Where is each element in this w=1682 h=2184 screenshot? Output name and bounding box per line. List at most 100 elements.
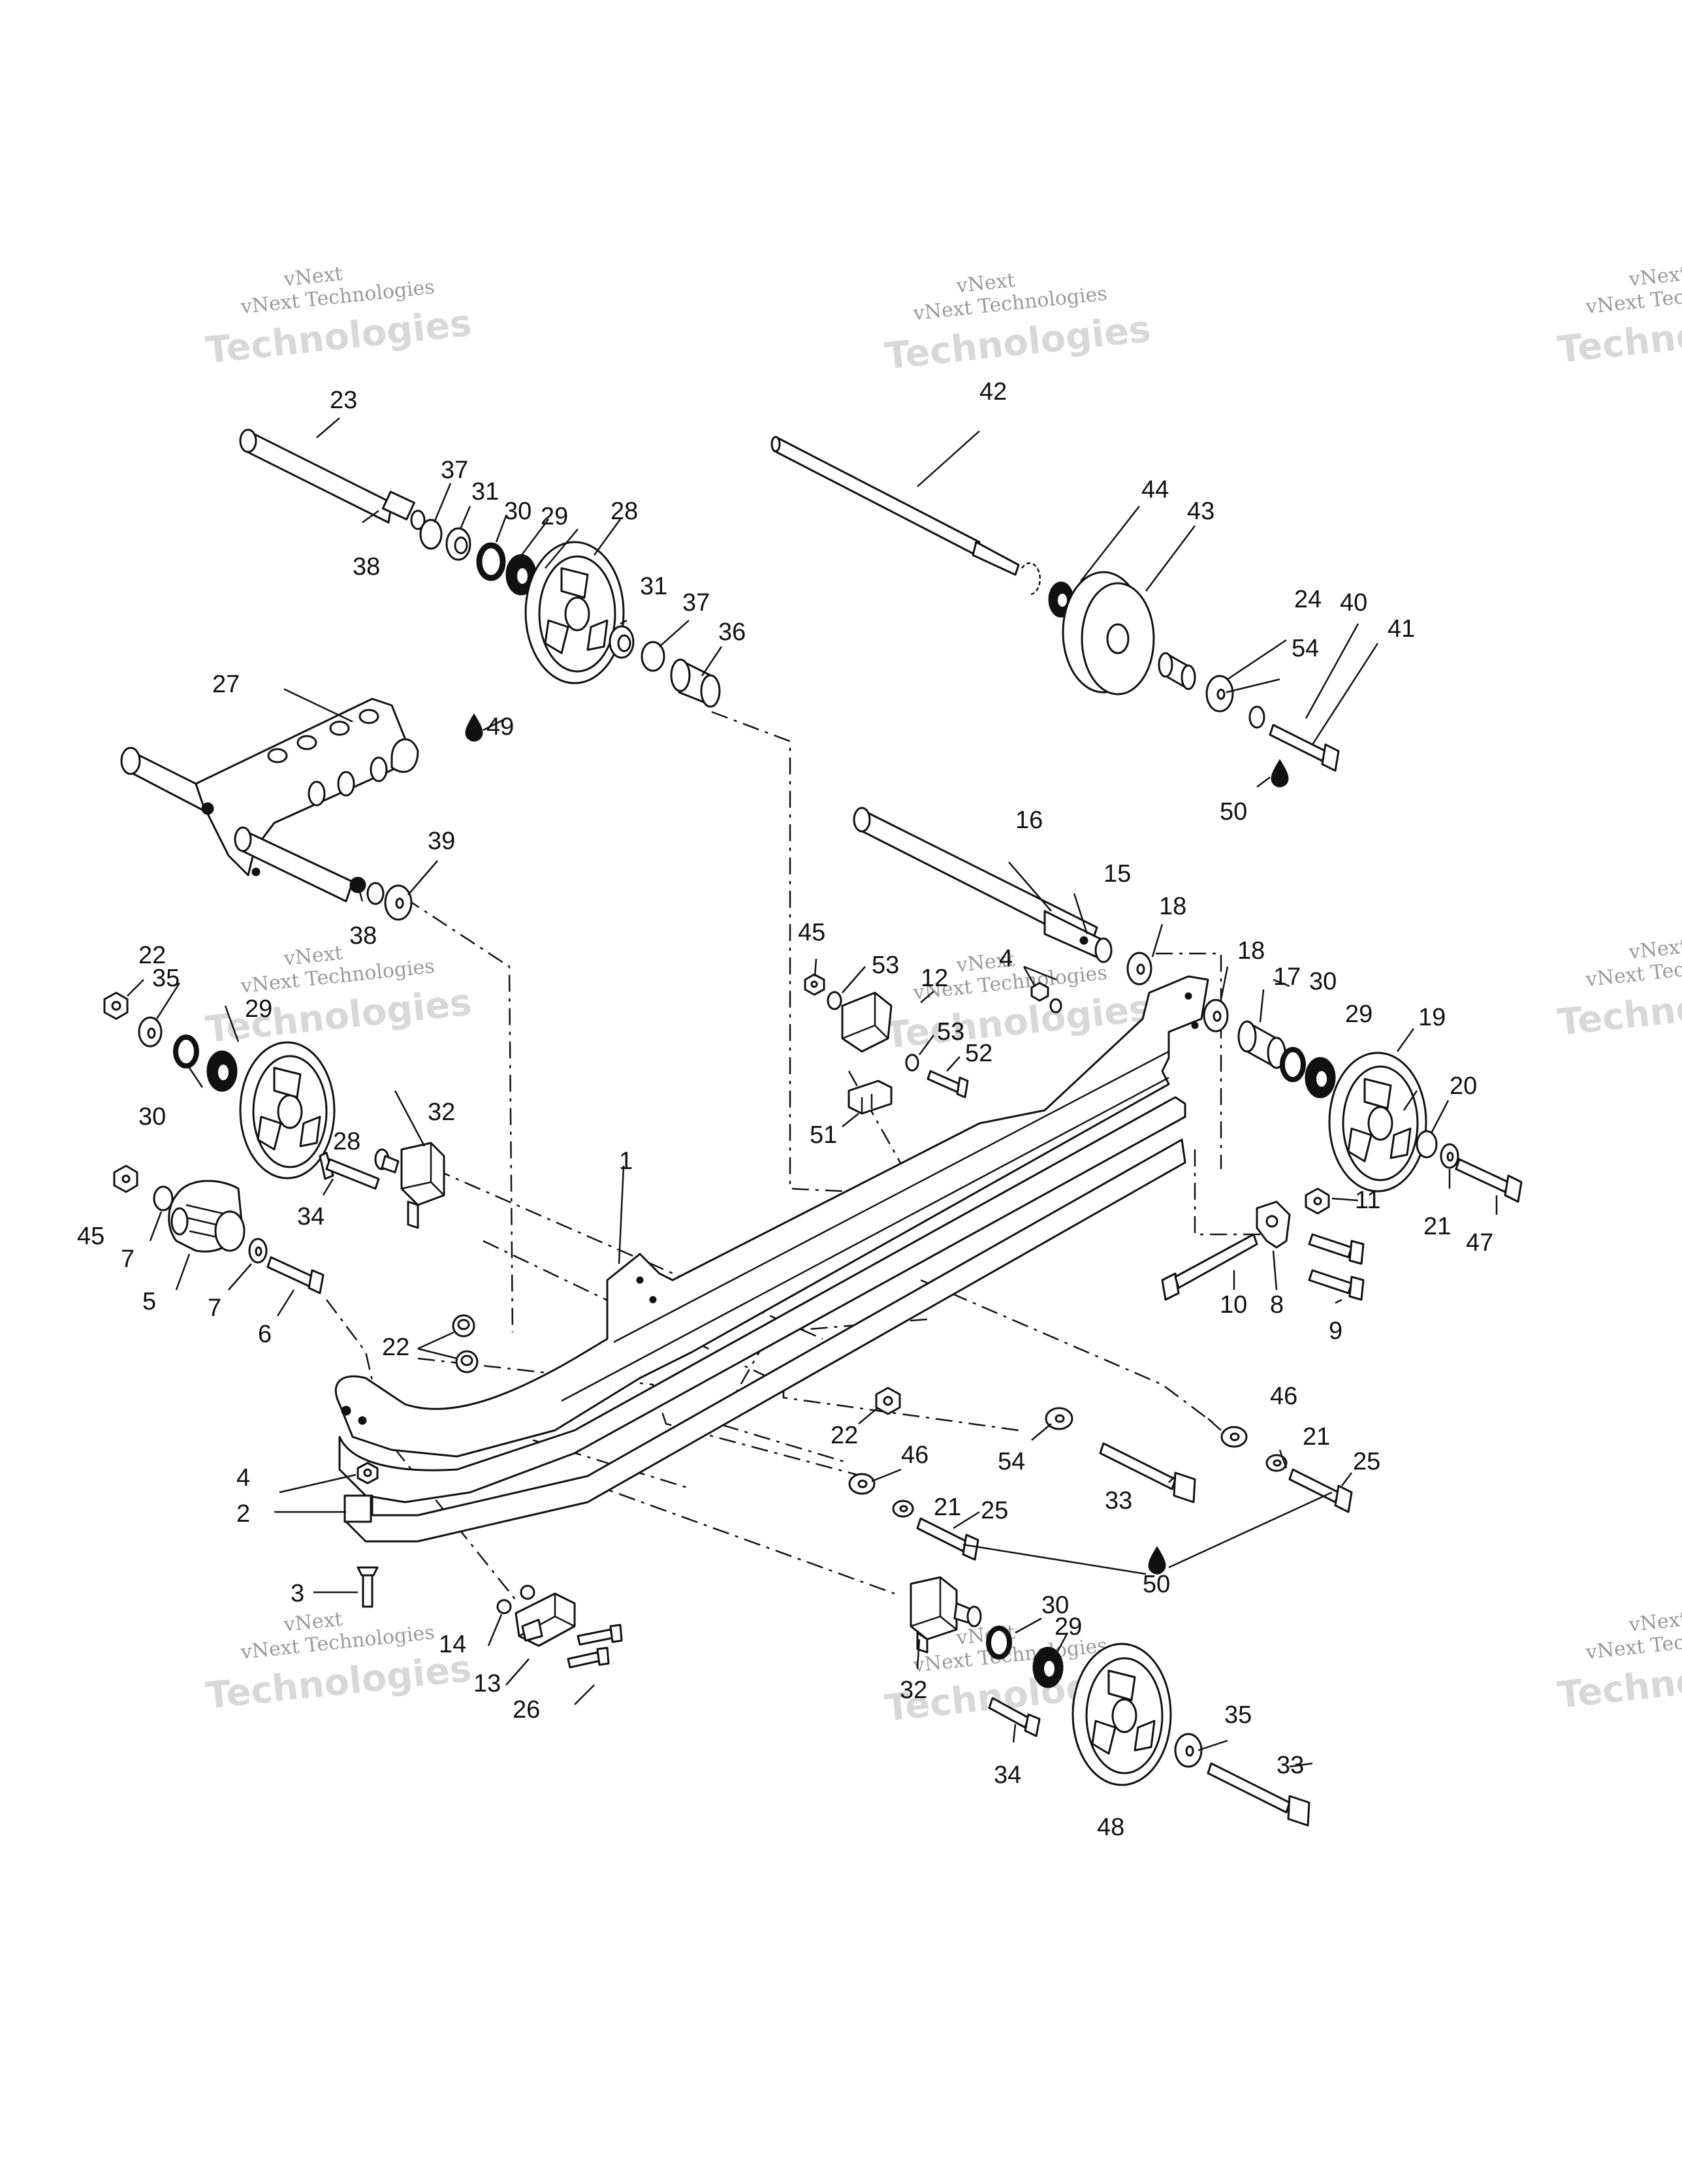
watermark-top: vNext <box>1627 1608 1682 1637</box>
rail-frame <box>334 975 1209 1458</box>
part-label: 2 <box>236 1500 250 1528</box>
part-label: 51 <box>810 1121 837 1149</box>
part-label: 22 <box>138 942 166 969</box>
part-label: 26 <box>513 1696 540 1724</box>
part-label: 17 <box>1273 963 1301 991</box>
part-label: 29 <box>1345 1001 1373 1028</box>
part-label: 38 <box>353 553 380 581</box>
part-label: 8 <box>1270 1291 1284 1319</box>
oil-drop-icon <box>1148 1546 1166 1575</box>
part-label: 22 <box>382 1334 409 1361</box>
part-label: 43 <box>1187 498 1214 525</box>
part-label: 10 <box>1220 1291 1247 1319</box>
part-label: 38 <box>349 922 377 950</box>
rear-axle-assembly <box>239 428 721 708</box>
ring-30d <box>986 1626 1012 1660</box>
part-label: 32 <box>900 1677 927 1704</box>
watermark: Technologies vNext vNext Technologies <box>204 942 473 1052</box>
part-label: 15 <box>1103 860 1131 888</box>
part-label: 33 <box>1277 1752 1304 1779</box>
part-label: 21 <box>934 1494 961 1521</box>
circlip <box>1021 562 1041 596</box>
nut-45 <box>113 1164 138 1193</box>
part-label: 39 <box>428 827 455 855</box>
center-parts <box>804 973 1062 1115</box>
part-label: 7 <box>121 1245 135 1273</box>
watermark-top: vNext <box>1627 935 1682 964</box>
part-label: 45 <box>77 1223 104 1250</box>
part-label: 29 <box>245 995 272 1023</box>
part-label: 36 <box>718 618 746 646</box>
part-label: 48 <box>1097 1814 1124 1841</box>
bolt-34 <box>319 1151 380 1190</box>
part-label: 30 <box>138 1103 166 1131</box>
nut-22 <box>103 991 129 1020</box>
slider-shoe <box>338 1096 1186 1503</box>
front-axle-assembly <box>853 807 1523 1203</box>
part-label: 25 <box>1353 1448 1380 1475</box>
bolt-6 <box>266 1256 325 1294</box>
part-label: 20 <box>1450 1072 1477 1100</box>
nut-11 <box>1305 1187 1330 1215</box>
arm-27 <box>195 698 406 876</box>
part-label: 5 <box>142 1288 156 1315</box>
pad-51 <box>848 1080 893 1115</box>
bolt-25 <box>1288 1468 1353 1513</box>
watermark: Technologies vNext vNext Technologies <box>1555 935 1682 1044</box>
part-label: 28 <box>333 1128 360 1155</box>
ring-30c <box>173 1035 199 1068</box>
part-label: 49 <box>486 713 514 741</box>
part-label: 50 <box>1143 1571 1170 1598</box>
bottom-hardware <box>452 1314 1353 1561</box>
screw-52 <box>927 1070 969 1099</box>
part-label: 9 <box>1329 1317 1342 1345</box>
part-label: 28 <box>611 498 638 525</box>
part-label: 4 <box>999 945 1013 972</box>
washer-14 <box>496 1599 512 1614</box>
part-label: 18 <box>1159 893 1186 920</box>
nut-22c <box>875 1387 901 1415</box>
stopper-assembly <box>113 1164 325 1294</box>
part-label: 11 <box>1355 1187 1380 1214</box>
part-label: 46 <box>1270 1383 1297 1410</box>
cross-shaft-assembly <box>120 698 419 921</box>
part-label: 18 <box>1237 937 1265 965</box>
washer-37b <box>641 641 665 672</box>
watermark: Technologies vNext vNext Technologies <box>1555 1608 1682 1717</box>
axle-42 <box>772 436 981 556</box>
nut-45b <box>804 973 825 996</box>
part-label: 47 <box>1466 1229 1493 1257</box>
bolt-41 <box>1269 724 1340 772</box>
block-32b <box>910 1576 958 1641</box>
leader-lines <box>127 417 1498 1768</box>
part-label: 29 <box>541 503 568 530</box>
slide-rail <box>334 975 1209 1543</box>
part-label: 3 <box>291 1580 304 1607</box>
watermark: Technologies vNext vNext Technologies <box>1555 263 1682 372</box>
part-label: 37 <box>441 457 468 484</box>
part-label: 37 <box>682 589 710 617</box>
part-label: 53 <box>937 1018 964 1046</box>
ring-30 <box>476 542 506 581</box>
part-label: 22 <box>831 1422 858 1449</box>
screw-3 <box>357 1566 379 1608</box>
wheel-19 <box>1328 1052 1427 1193</box>
shaft-38b <box>237 828 354 903</box>
washer-53b <box>905 1053 919 1072</box>
oil-drop-icon <box>465 713 483 742</box>
part-label: 41 <box>1388 615 1415 643</box>
part-label: 23 <box>330 387 357 414</box>
part-label: 27 <box>212 671 240 698</box>
bolt-33b <box>1207 1762 1310 1827</box>
watermark: Technologies vNext vNext Technologies <box>204 1608 473 1718</box>
nut-4a <box>1030 982 1049 1002</box>
part-label: 6 <box>258 1321 272 1348</box>
part-label: 35 <box>152 965 180 992</box>
part-label: 21 <box>1303 1423 1330 1451</box>
washer-20 <box>1416 1130 1438 1159</box>
bolt-33 <box>1099 1442 1196 1503</box>
oil-drop-icon <box>1271 759 1289 788</box>
part-label: 52 <box>965 1040 992 1067</box>
wheel-28 <box>524 541 625 684</box>
